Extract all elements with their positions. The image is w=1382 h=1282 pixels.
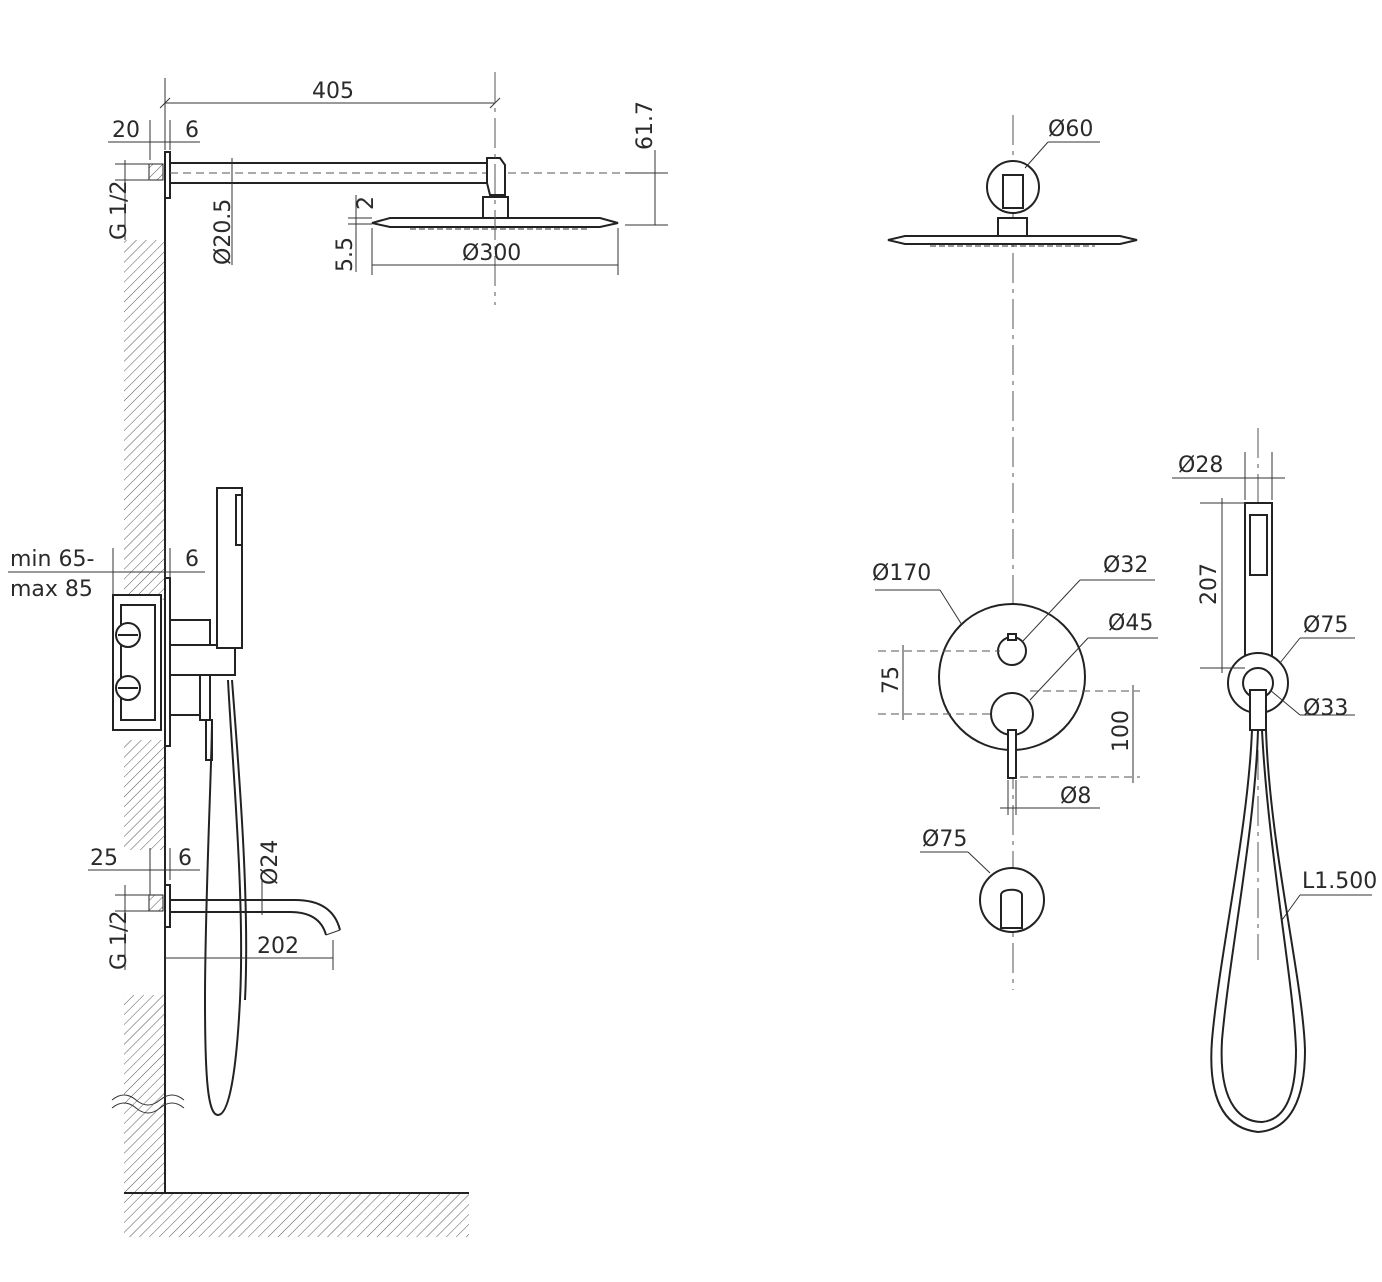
- dim-d300: Ø300: [462, 241, 521, 266]
- dim-207: 207: [1197, 563, 1222, 605]
- spout-front-view: Ø75: [920, 827, 1045, 933]
- dim-20: 20: [112, 118, 140, 143]
- dim-d75-holder: Ø75: [1303, 613, 1348, 638]
- label-min-65: min 65-: [10, 547, 94, 572]
- shower-arm-side-view: [148, 72, 620, 305]
- dimension-head-gap: 2 5.5: [333, 195, 379, 272]
- wall-section: [111, 160, 185, 1195]
- label-max-85: max 85: [10, 577, 93, 602]
- dim-d60: Ø60: [1048, 117, 1093, 142]
- dimension-head-diameter: Ø300: [371, 228, 619, 275]
- dim-d33: Ø33: [1303, 696, 1348, 721]
- dim-5-5: 5.5: [333, 237, 358, 272]
- dim-6-spout: 6: [178, 846, 192, 871]
- dimension-wall-offset: 20 6: [108, 118, 200, 160]
- dim-6-mid: 6: [185, 547, 199, 572]
- dim-202: 202: [257, 934, 299, 959]
- dim-2: 2: [354, 196, 379, 210]
- dim-g12-bottom: G 1/2: [107, 911, 132, 970]
- dim-d32: Ø32: [1103, 553, 1148, 578]
- dim-d20-5: Ø20.5: [211, 199, 236, 265]
- dim-d170: Ø170: [872, 561, 931, 586]
- mixer-body-side-view: [112, 487, 248, 1117]
- dimension-head-height: 61.7: [625, 101, 668, 226]
- dim-25: 25: [90, 846, 118, 871]
- dim-d45: Ø45: [1108, 611, 1153, 636]
- floor-section: [124, 1192, 469, 1237]
- dim-d28: Ø28: [1178, 453, 1223, 478]
- shower-head-front-view: Ø60: [887, 115, 1138, 990]
- dimension-thread-top: G 1/2: [107, 160, 150, 240]
- dimension-spout: 25 6 Ø24 G 1/2 202: [88, 840, 334, 970]
- dimension-arm-diameter: Ø20.5: [211, 158, 236, 265]
- dim-61-7: 61.7: [633, 101, 658, 150]
- dim-405: 405: [312, 79, 354, 104]
- spout-side-view: [148, 884, 341, 936]
- dim-d8: Ø8: [1060, 784, 1091, 809]
- dim-75-spacing: 75: [879, 666, 904, 694]
- dim-6-top: 6: [185, 118, 199, 143]
- mixer-front-view: Ø170 Ø32 Ø45 75 100 Ø8: [872, 553, 1158, 815]
- dim-d75-spout: Ø75: [922, 827, 967, 852]
- dim-g12-top: G 1/2: [107, 181, 132, 240]
- dim-hose-length: L1.500: [1302, 869, 1377, 894]
- dim-100: 100: [1109, 710, 1134, 752]
- dim-d24: Ø24: [258, 840, 283, 885]
- dimension-arm-length: 405: [159, 78, 501, 150]
- handshower-front-view: Ø28 207 Ø75 Ø33 L1.500: [1172, 428, 1377, 1134]
- dimension-install-depth: min 65- max 85 6: [8, 547, 205, 602]
